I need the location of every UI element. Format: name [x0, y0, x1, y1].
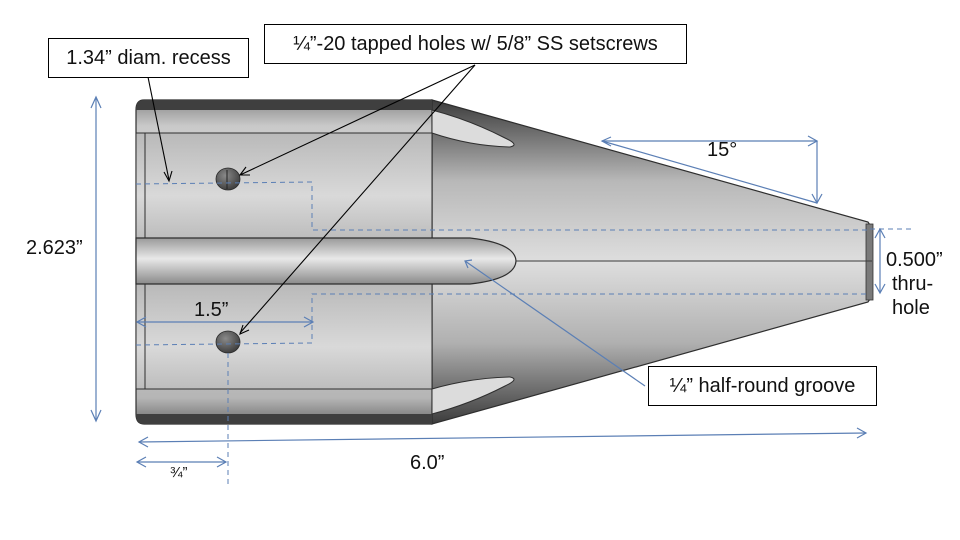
thru-hole-line1: thru-: [892, 273, 934, 295]
tapped-hole-top: [215, 167, 241, 191]
top-rim: [136, 100, 432, 110]
tapped-holes-callout: ¼”-20 tapped holes w/ 5/8” SS setscrews: [264, 24, 687, 64]
thru-hole-value: 0.500”: [886, 249, 943, 271]
lower-flat: [135, 283, 433, 390]
recess-callout: 1.34” diam. recess: [48, 38, 249, 78]
thru-hole-label: 0.500” thru- hole: [886, 248, 943, 320]
diameter-dimension-label: 2.623”: [26, 237, 83, 259]
cone-tip-face: [865, 223, 874, 301]
recess-depth-label: 1.5”: [194, 299, 229, 321]
bottom-rim: [136, 414, 432, 424]
groove-callout: ¼” half-round groove: [648, 366, 877, 406]
groove-callout-text: ¼” half-round groove: [669, 374, 856, 397]
taper-angle-label: 15°: [707, 139, 738, 161]
thru-hole-line2: hole: [892, 297, 930, 319]
upper-flat: [135, 132, 433, 239]
hole-offset-label: ¾”: [170, 464, 188, 481]
dimension-lines: [90, 95, 886, 468]
hidden-lines: [135, 181, 915, 488]
length-dimension-label: 6.0”: [410, 452, 445, 474]
tapped-holes-callout-text: ¼”-20 tapped holes w/ 5/8” SS setscrews: [293, 32, 658, 55]
half-round-groove: [135, 237, 517, 285]
upper-slot-tail: [431, 109, 515, 148]
leader-lines: [147, 64, 476, 336]
recess-callout-text: 1.34” diam. recess: [66, 46, 231, 69]
tapped-hole-bottom: [215, 330, 241, 354]
lower-slot-tail: [431, 376, 515, 415]
